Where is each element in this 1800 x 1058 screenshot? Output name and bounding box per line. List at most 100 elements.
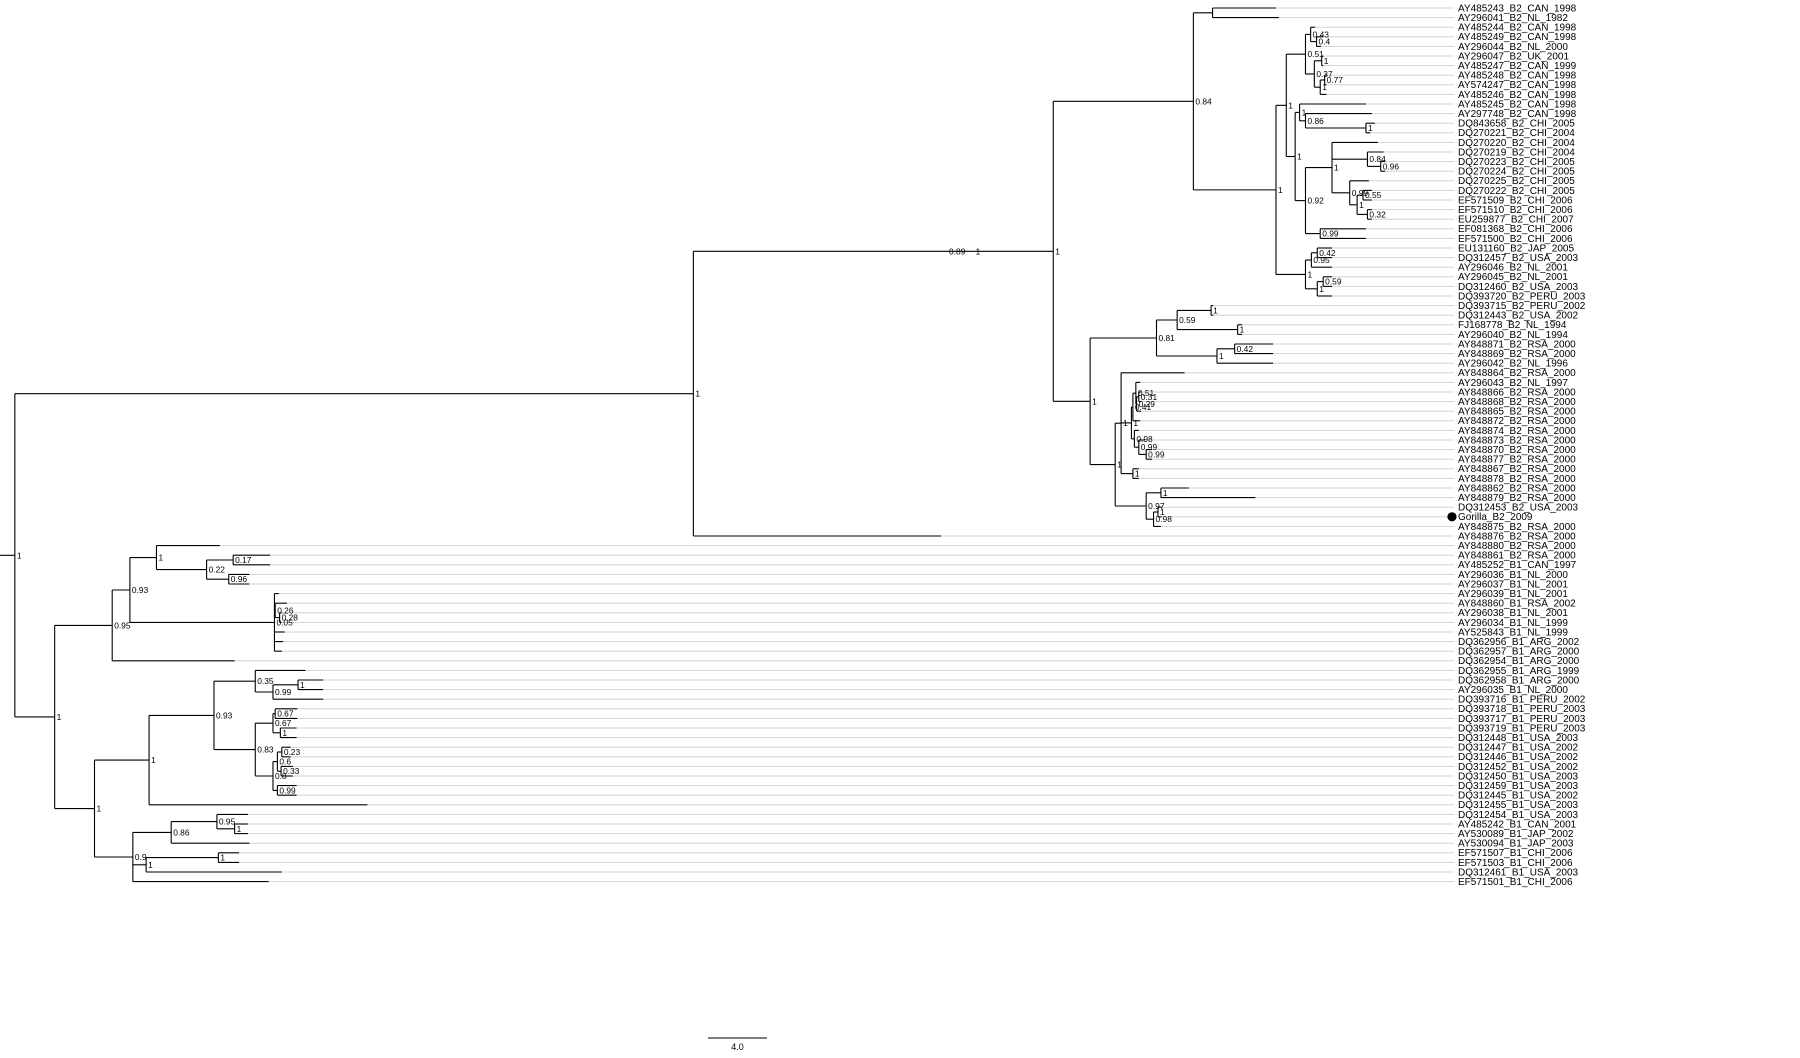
tip-label: DQ312447_B1_USA_2002	[1458, 743, 1579, 754]
support-value: 1	[1324, 56, 1329, 66]
tip-label: AY485252_B1_CAN_1997	[1458, 560, 1577, 571]
support-value: 0.35	[257, 676, 274, 686]
tip-label: EF571507_B1_CHI_2006	[1458, 848, 1573, 859]
support-value: 0.23	[284, 747, 301, 757]
tip-label: DQ843658_B2_CHI_2005	[1458, 119, 1575, 130]
support-value: 1	[1359, 200, 1364, 210]
support-value: 0.98	[1136, 434, 1153, 444]
support-value: 0.95	[219, 817, 236, 827]
tip-label: AY848879_B2_RSA_2000	[1458, 493, 1576, 504]
support-value: 0.43	[1313, 29, 1330, 39]
support-value: 0.9	[135, 852, 147, 862]
tip-label: EF081368_B2_CHI_2006	[1458, 224, 1573, 235]
support-value: 1	[1368, 123, 1373, 133]
tip-label: AY485248_B2_CAN_1998	[1458, 71, 1577, 82]
support-value: 0.99	[1352, 188, 1369, 198]
support-value: 0.51	[1138, 388, 1155, 398]
support-value: 0.77	[1327, 75, 1344, 85]
tip-label: DQ312457_B2_USA_2003	[1458, 253, 1579, 264]
support-value: 1	[976, 246, 981, 256]
tip-label: AY848861_B2_RSA_2000	[1458, 551, 1576, 562]
tip-label: DQ312461_B1_USA_2003	[1458, 867, 1579, 878]
tip-label: DQ270221_B2_CHI_2004	[1458, 128, 1575, 139]
tip-label: DQ312445_B1_USA_2002	[1458, 791, 1579, 802]
tip-label: EU131160_B2_JAP_2005	[1458, 243, 1574, 254]
support-value: 0.99	[1148, 449, 1165, 459]
tip-label: DQ362957_B1_ARG_2000	[1458, 647, 1580, 658]
tip-label: DQ312452_B1_USA_2002	[1458, 762, 1579, 773]
tip-label: AY848874_B2_RSA_2000	[1458, 426, 1576, 437]
tip-label: DQ362958_B1_ARG_2000	[1458, 675, 1580, 686]
tip-label: DQ312453_B2_USA_2003	[1458, 503, 1579, 514]
tip-label: EF571509_B2_CHI_2006	[1458, 195, 1573, 206]
tip-label: AY296044_B2_NL_2000	[1458, 42, 1568, 53]
tip-label: AY848869_B2_RSA_2000	[1458, 349, 1576, 360]
support-values: 0.40.4310.7710.370.5110.8610.960.840.550…	[17, 29, 1399, 869]
tip-label: AY296038_B1_NL_2001	[1458, 608, 1568, 619]
tip-label: AY525843_B1_NL_1999	[1458, 627, 1568, 638]
tip-label: DQ270220_B2_CHI_2004	[1458, 138, 1575, 149]
tip-label: AY296035_B1_NL_2000	[1458, 685, 1568, 696]
support-value: 1	[1297, 152, 1302, 162]
support-value: 0.05	[276, 617, 293, 627]
support-value: 1	[17, 550, 22, 560]
support-value: 1	[1288, 100, 1293, 110]
support-value: 0.22	[209, 565, 226, 575]
tip-label: DQ393720_B2_PERU_2003	[1458, 291, 1586, 302]
tip-label: DQ393715_B2_PERU_2002	[1458, 301, 1586, 312]
tip-guide-lines	[219, 7, 1454, 882]
tip-label: DQ362954_B1_ARG_2000	[1458, 656, 1580, 667]
support-value: 0.96	[1383, 161, 1400, 171]
tip-label: AY296040_B2_NL_1994	[1458, 330, 1568, 341]
tip-label: AY296043_B2_NL_1997	[1458, 378, 1568, 389]
support-value: 1	[158, 553, 163, 563]
support-value: 0.4	[1319, 37, 1331, 47]
tip-label: AY848875_B2_RSA_2000	[1458, 522, 1576, 533]
scale-bar-label: 4.0	[731, 1042, 744, 1052]
support-value: 1	[1219, 351, 1224, 361]
tip-label: AY296045_B2_NL_2001	[1458, 272, 1568, 283]
support-value: 0.51	[1307, 49, 1324, 59]
tip-label: AY848868_B2_RSA_2000	[1458, 397, 1576, 408]
support-value: 1	[1135, 469, 1140, 479]
tip-label: AY848862_B2_RSA_2000	[1458, 483, 1576, 494]
support-value: 1	[237, 824, 242, 834]
tip-label: AY485246_B2_CAN_1998	[1458, 90, 1577, 101]
tip-label: AY848866_B2_RSA_2000	[1458, 387, 1576, 398]
tip-label: DQ393717_B1_PERU_2003	[1458, 714, 1586, 725]
tip-label: DQ393716_B1_PERU_2002	[1458, 695, 1586, 706]
support-value: 0.95	[114, 620, 131, 630]
tip-labels: AY485243_B2_CAN_1998AY296041_B2_NL_1982A…	[1458, 3, 1586, 888]
tree-branches	[0, 7, 1386, 883]
support-value: 1	[151, 755, 156, 765]
support-value: 0.67	[277, 709, 294, 719]
support-value: 0.59	[1179, 315, 1196, 325]
tip-label: EF571501_B1_CHI_2006	[1458, 877, 1573, 888]
tip-label: AY485247_B2_CAN_1999	[1458, 61, 1577, 72]
support-value: 0.26	[277, 605, 294, 615]
tip-label: DQ312443_B2_USA_2002	[1458, 311, 1579, 322]
tip-label: AY848877_B2_RSA_2000	[1458, 455, 1576, 466]
support-value: 0.32	[1369, 209, 1386, 219]
tip-label: AY848864_B2_RSA_2000	[1458, 368, 1576, 379]
tip-label: DQ312454_B1_USA_2003	[1458, 810, 1579, 821]
support-value: 0.37	[1316, 69, 1333, 79]
support-value: 0.93	[216, 710, 233, 720]
tip-label: DQ270223_B2_CHI_2005	[1458, 157, 1575, 168]
support-value: 0.6	[279, 757, 291, 767]
tip-label: AY485249_B2_CAN_1998	[1458, 32, 1577, 43]
support-value: 1	[282, 728, 287, 738]
tip-label: AY848880_B2_RSA_2000	[1458, 541, 1576, 552]
tip-label: AY296034_B1_NL_1999	[1458, 618, 1568, 629]
support-value: 0.55	[1365, 190, 1382, 200]
support-value: 0.81	[1159, 333, 1176, 343]
tip-label: EU259877_B2_CHI_2007	[1458, 215, 1574, 226]
tip-label: AY296041_B2_NL_1982	[1458, 13, 1568, 24]
support-value: 0.29	[1139, 399, 1156, 409]
support-value: 1	[1240, 325, 1245, 335]
tip-label: DQ362955_B1_ARG_1999	[1458, 666, 1580, 677]
tip-label: AY848870_B2_RSA_2000	[1458, 445, 1576, 456]
tip-label: AY848872_B2_RSA_2000	[1458, 416, 1576, 427]
support-value: 1	[1334, 163, 1339, 173]
